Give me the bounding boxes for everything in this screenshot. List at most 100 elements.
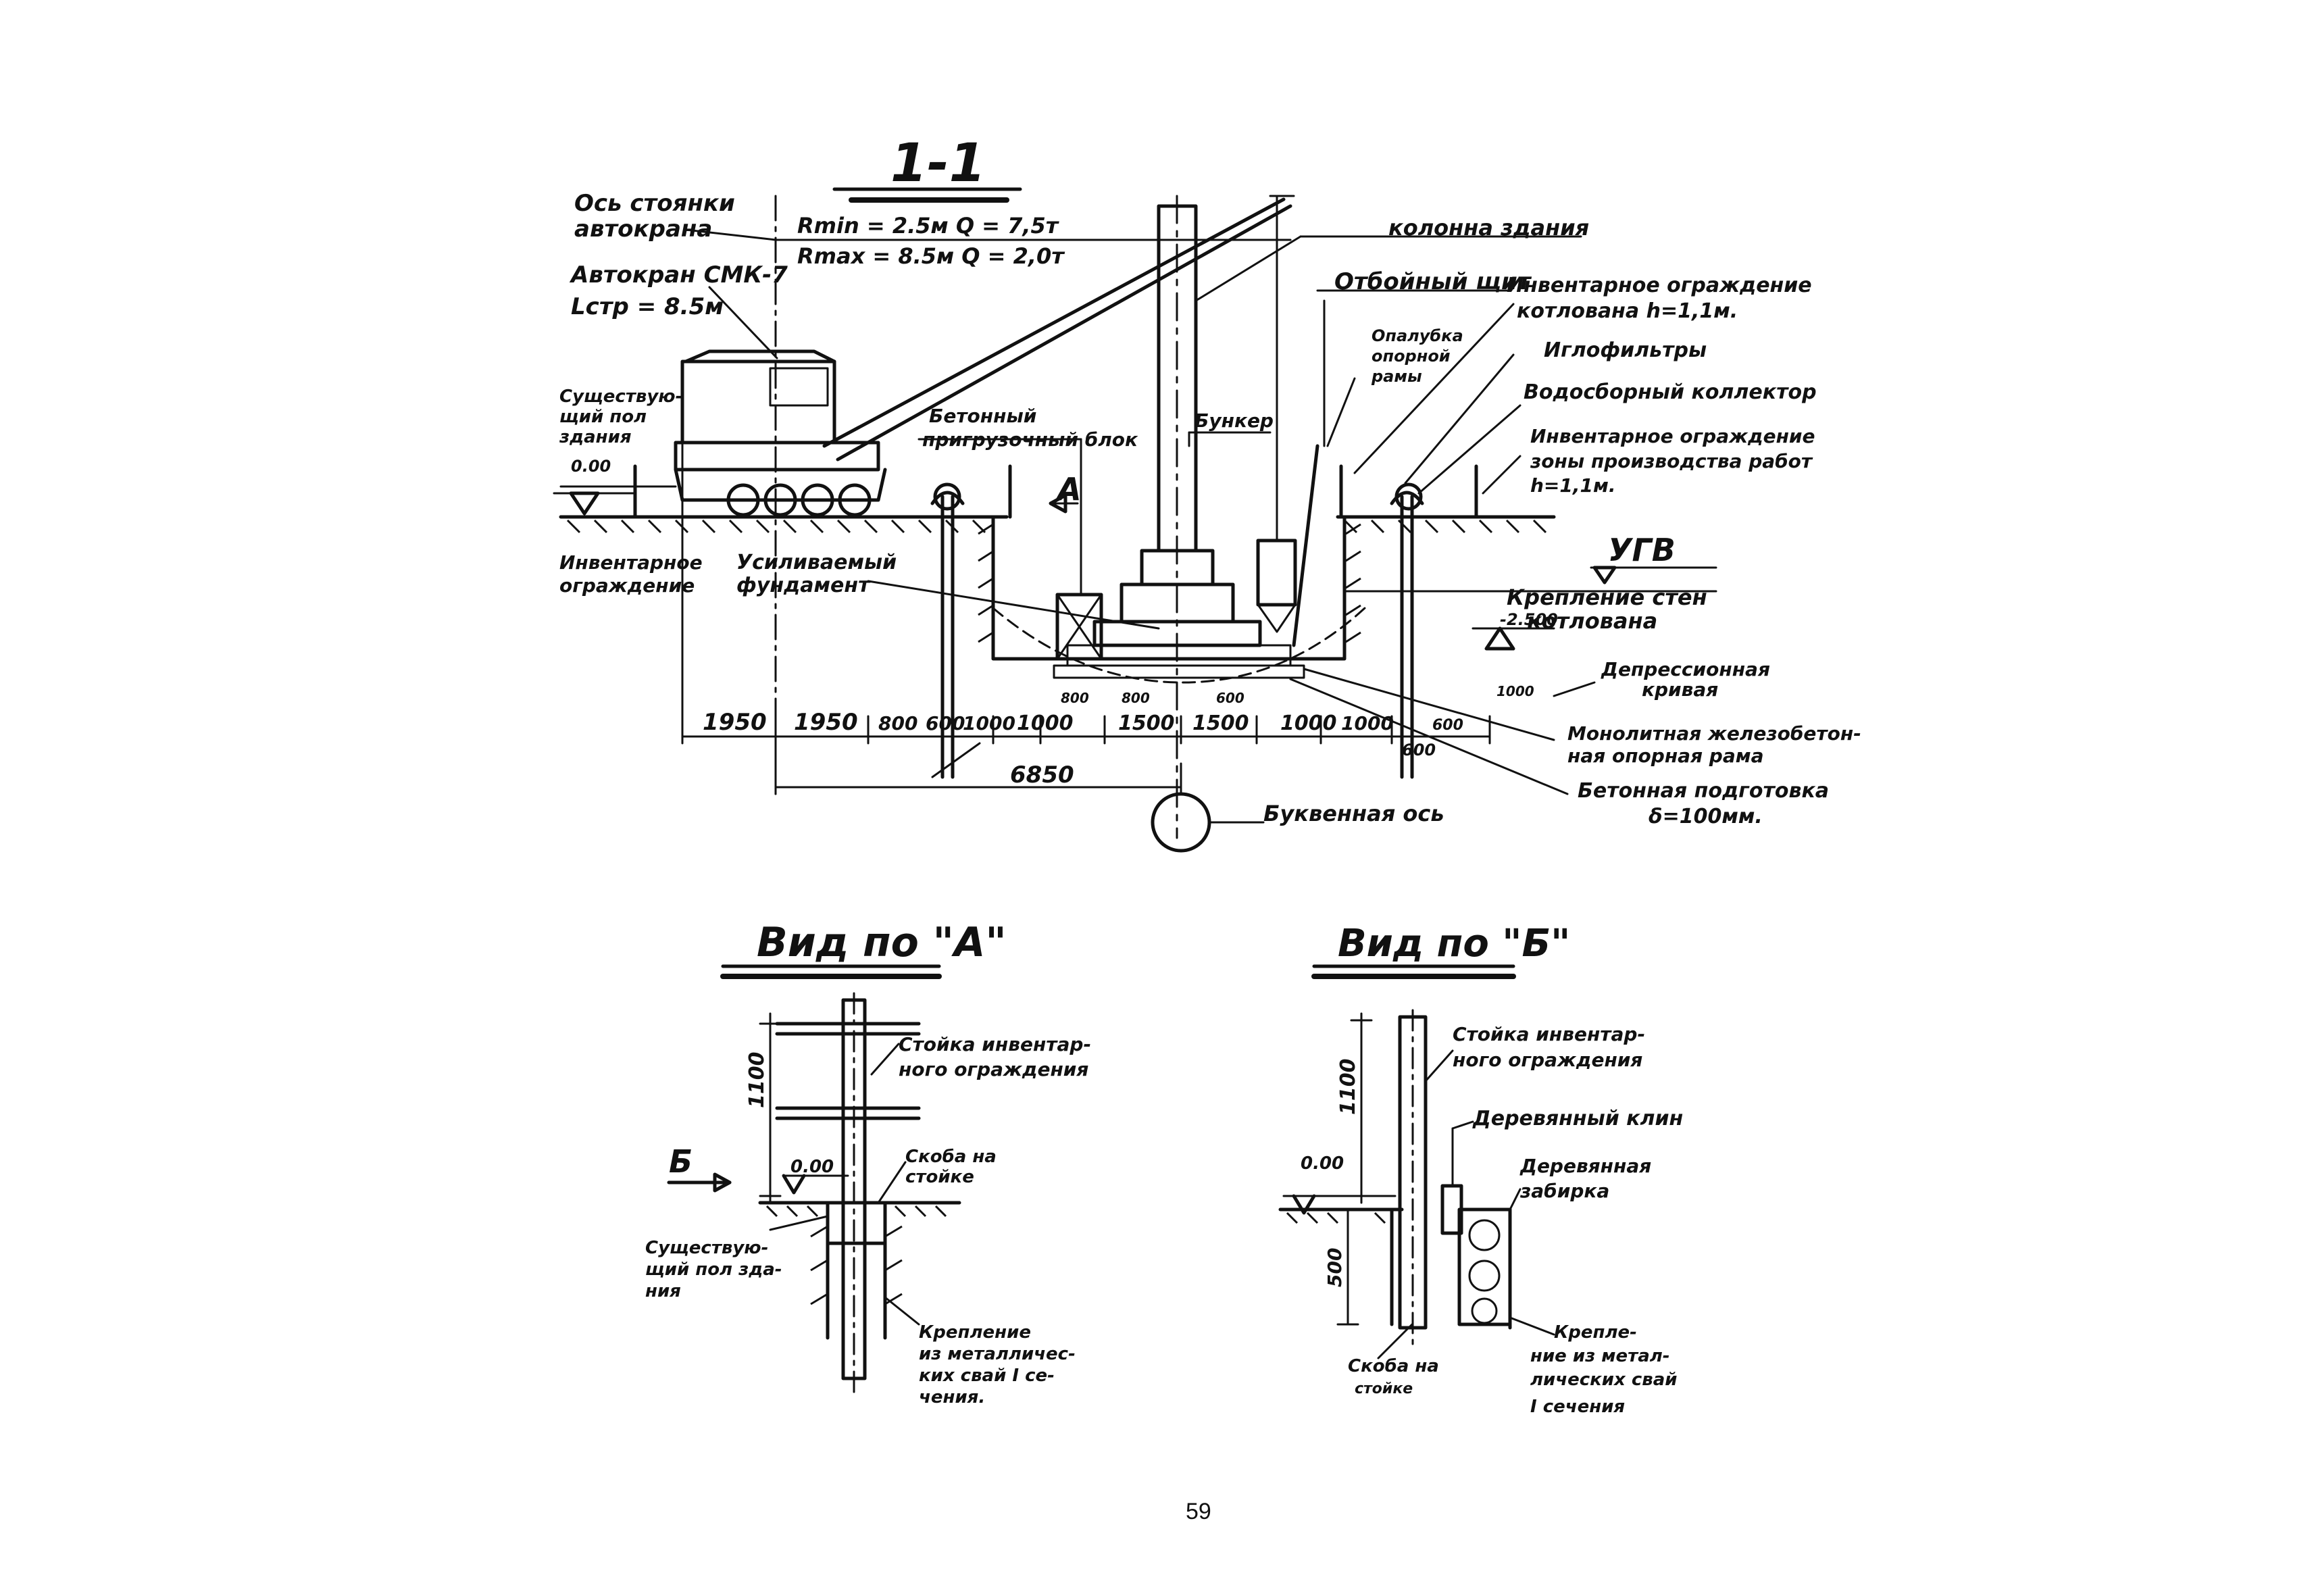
- label-concrete-block-2: пригрузочный блок: [922, 428, 1138, 451]
- view-b-dim-500: 500: [1324, 1248, 1346, 1287]
- page-number: 59: [1186, 1499, 1211, 1524]
- section-labels: Ось стоянки автокрана Rmin = 2.5м Q = 7,…: [559, 190, 1861, 828]
- label-pit-fence-2: котлована h=1,1м.: [1517, 299, 1738, 323]
- label-concrete-block-1: Бетонный: [929, 405, 1036, 427]
- label-shield: Отбойный щит: [1334, 268, 1532, 295]
- view-b-lagging-2: забирка: [1519, 1180, 1609, 1202]
- dim-small-1000: 1000: [1496, 683, 1534, 699]
- view-b: Вид по "Б" 1100 500 0.00: [1278, 922, 1683, 1417]
- dim-1000-d: 1000: [1341, 712, 1394, 734]
- dim-600-b: 600: [1402, 741, 1436, 759]
- pit-fences: [933, 464, 1478, 519]
- label-inventory-fence-2: ограждение: [559, 574, 695, 597]
- ground-line: [559, 515, 1556, 534]
- label-collector: Водосборный коллектор: [1524, 380, 1817, 404]
- dim-small-600-b: 600: [1432, 717, 1463, 734]
- dim-1500-a: 1500: [1118, 712, 1175, 735]
- dim-1000-c: 1000: [1280, 712, 1337, 735]
- label-existing-floor-3: здания: [559, 427, 632, 447]
- dim-800: 800: [878, 712, 917, 734]
- building-column: [1092, 195, 1262, 839]
- leader-lines: [559, 228, 1717, 824]
- label-pit-fence-1: Инвентарное ограждение: [1507, 274, 1812, 297]
- label-depression-1: Депрессионная: [1601, 658, 1770, 680]
- label-level-minus: -2.500: [1500, 610, 1558, 629]
- view-b-post-1: Стойка инвентар-: [1453, 1023, 1645, 1045]
- dim-600: 600: [926, 712, 965, 734]
- label-crane-axis-2: автокрана: [574, 216, 712, 243]
- view-b-bracket-2: стойке: [1355, 1380, 1413, 1397]
- dim-total-6850: 6850: [1010, 762, 1074, 789]
- label-strengthened-foundation-1: Усиливаемый: [736, 551, 897, 574]
- label-building-column: колонна здания: [1388, 215, 1589, 241]
- dim-small-600: 600: [1216, 690, 1244, 706]
- view-b-piles-3: лических свай: [1530, 1370, 1677, 1390]
- label-monolithic-frame-2: ная опорная рама: [1567, 745, 1764, 767]
- label-work-zone-fence-1: Инвентарное ограждение: [1530, 425, 1815, 447]
- section-1-1: Ось стоянки автокрана Rmin = 2.5м Q = 7,…: [553, 190, 1861, 853]
- label-work-zone-fence-2: зоны производства работ: [1530, 450, 1813, 472]
- view-a-title: Вид по "А": [757, 919, 1007, 966]
- label-concrete-prep-2: δ=100мм.: [1649, 805, 1763, 828]
- dim-1000-b: 1000: [1017, 712, 1074, 735]
- view-a-post-2: ного ограждения: [899, 1058, 1088, 1080]
- view-b-piles-4: I сечения: [1530, 1397, 1625, 1417]
- view-a-arrow-b: Б: [669, 1143, 693, 1180]
- view-b-lagging-1: Деревянная: [1519, 1155, 1651, 1177]
- label-crane-model-2: Lстр = 8.5м: [571, 293, 724, 320]
- view-a-bracket-2: стойке: [905, 1167, 974, 1187]
- view-b-title: Вид по "Б": [1338, 922, 1570, 966]
- impact-shield: [1292, 444, 1319, 647]
- view-b-post-2: ного ограждения: [1453, 1049, 1642, 1071]
- label-existing-floor-2: щий пол: [559, 407, 647, 427]
- view-b-piles-1: Крепле-: [1554, 1322, 1637, 1343]
- dim-1950-b: 1950: [794, 709, 858, 736]
- label-ugv: УГВ: [1608, 532, 1676, 568]
- label-inventory-fence-1: Инвентарное: [559, 551, 703, 574]
- label-bunker: Бункер: [1194, 409, 1274, 432]
- view-a-piles-2: из металличес-: [919, 1344, 1076, 1364]
- label-view-a-arrow: А: [1055, 471, 1082, 507]
- label-crane-model-1: Автокран СМК-7: [569, 261, 788, 289]
- label-strengthened-foundation-2: фундамент: [736, 574, 871, 597]
- label-crane-params-1: Rmin = 2.5м Q = 7,5т: [797, 213, 1060, 239]
- label-formwork-1: Опалубка: [1372, 326, 1463, 345]
- dim-1950-a: 1950: [703, 709, 767, 736]
- section-title-text: 1-1: [890, 133, 986, 194]
- label-depression-2: кривая: [1642, 678, 1718, 701]
- view-a-dim-1100: 1100: [745, 1052, 769, 1109]
- label-existing-floor-1: Существую-: [559, 386, 682, 407]
- excavation-pit: [978, 515, 1361, 679]
- label-concrete-prep-1: Бетонная подготовка: [1578, 779, 1829, 803]
- view-a-piles-3: ких свай I се-: [919, 1366, 1055, 1386]
- auto-crane: [617, 195, 1295, 795]
- label-work-zone-fence-3: h=1,1м.: [1530, 474, 1616, 497]
- label-crane-params-2: Rmax = 8.5м Q = 2,0т: [797, 243, 1065, 269]
- view-a-piles-1: Крепление: [919, 1322, 1031, 1343]
- level-marks: [553, 491, 1717, 651]
- letter-axis-bubble: [1151, 762, 1211, 853]
- label-level-zero: 0.00: [571, 457, 611, 476]
- dimension-values: 1950 1950 800 600 1000 1000 1500 1500 10…: [703, 683, 1534, 789]
- label-formwork-3: рамы: [1371, 367, 1422, 386]
- view-a-floor-1: Существую-: [645, 1238, 768, 1258]
- label-needle-filters: Иглофильтры: [1544, 339, 1707, 362]
- view-b-level: 0.00: [1301, 1153, 1344, 1174]
- concrete-ballast-block: [1055, 593, 1103, 661]
- dim-small-800-b: 800: [1122, 690, 1150, 706]
- view-a: Вид по "А" 1100 0.00 Б: [645, 919, 1091, 1407]
- dimension-lines: [681, 438, 1491, 795]
- view-a-bracket-1: Скоба на: [905, 1147, 997, 1167]
- label-letter-axis: Буквенная ось: [1263, 801, 1444, 826]
- label-pit-walls-1: Крепление стен: [1507, 584, 1707, 610]
- label-monolithic-frame-1: Монолитная железобетон-: [1567, 722, 1861, 745]
- depression-curve: [992, 607, 1366, 684]
- view-a-piles-4: чения.: [919, 1387, 985, 1407]
- dim-1500-b: 1500: [1192, 712, 1249, 735]
- view-b-bracket-1: Скоба на: [1348, 1356, 1439, 1376]
- view-b-piles-2: ние из метал-: [1530, 1346, 1670, 1366]
- view-a-floor-3: ния: [645, 1281, 681, 1301]
- bunker: [1256, 195, 1297, 633]
